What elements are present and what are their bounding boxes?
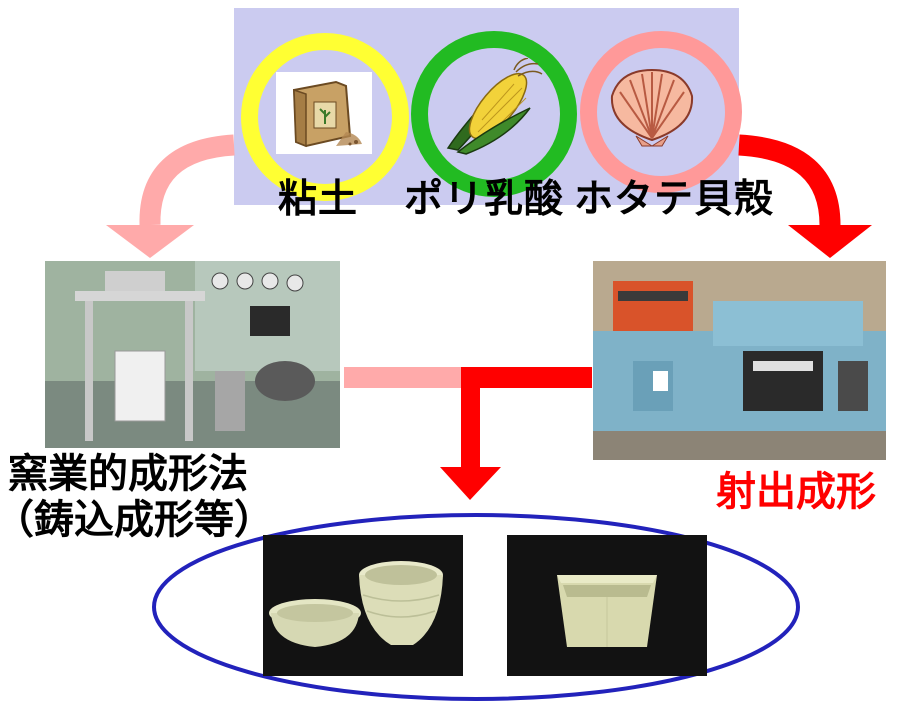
products-ellipse (152, 513, 800, 701)
clay-bag-icon (276, 72, 372, 154)
scallop-shell-icon (606, 66, 698, 152)
injection-method-label: 射出成形 (716, 469, 876, 515)
injection-product-photo (507, 535, 707, 676)
corn-icon (438, 58, 546, 156)
casting-machine-photo (45, 261, 340, 448)
material-label-scallop-shell: ホタテ貝殻 (574, 177, 775, 222)
down-arrow-head (440, 467, 501, 500)
arrow-to-ceramic (139, 134, 235, 226)
injection-connector (462, 367, 592, 388)
arrow-to-injection (738, 134, 841, 226)
arrow-to-injection-head (788, 225, 872, 258)
ceramic-connector (344, 367, 462, 388)
material-label-clay: 粘土 (278, 177, 359, 222)
ceramic-method-label: 窯業的成形法 (8, 451, 248, 497)
down-arrow-shaft (461, 367, 480, 467)
material-label-pla: ポリ乳酸 (404, 177, 565, 222)
ceramic-method-sublabel: （鋳込成形等） (0, 497, 274, 543)
ceramic-products-photo (263, 535, 463, 676)
arrow-to-ceramic-head (106, 225, 194, 258)
injection-machine-photo (593, 261, 886, 460)
